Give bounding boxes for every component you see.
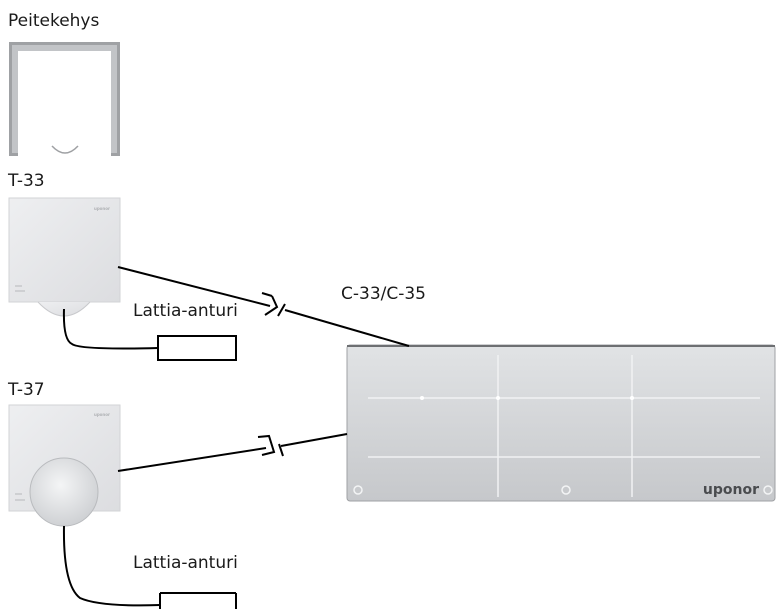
controller-label: C-33/C-35	[341, 284, 426, 304]
floor-sensor-1	[157, 335, 237, 361]
cover-frame	[9, 42, 120, 156]
wire-t33-controller-a	[117, 266, 271, 307]
floor-sensor-label-2: Lattia-anturi	[133, 553, 238, 573]
thermostat-t33-label: T-33	[8, 171, 45, 191]
wire-t37-controller-b	[280, 433, 348, 447]
controller-unit: uponor	[346, 344, 776, 502]
controller-logo: uponor	[703, 482, 759, 498]
thermostat-t37-label: T-37	[8, 380, 45, 400]
wire-floor-sensor-2	[62, 525, 161, 607]
cover-frame-label: Peitekehys	[8, 11, 100, 31]
wire-t33-controller-b	[284, 309, 410, 347]
thermostat-logo-1: uponor	[94, 206, 110, 211]
floor-sensor-label-1: Lattia-anturi	[133, 301, 238, 321]
connector-plug-1	[261, 292, 286, 317]
thermostat-t37: uponor	[8, 404, 121, 527]
connector-plug-2	[257, 434, 284, 457]
wire-floor-sensor-1	[62, 308, 159, 350]
wires	[62, 266, 410, 609]
wire-t37-controller-a	[117, 447, 267, 472]
thermostat-t33: uponor	[8, 197, 121, 317]
thermostat-logo-2: uponor	[94, 412, 110, 417]
